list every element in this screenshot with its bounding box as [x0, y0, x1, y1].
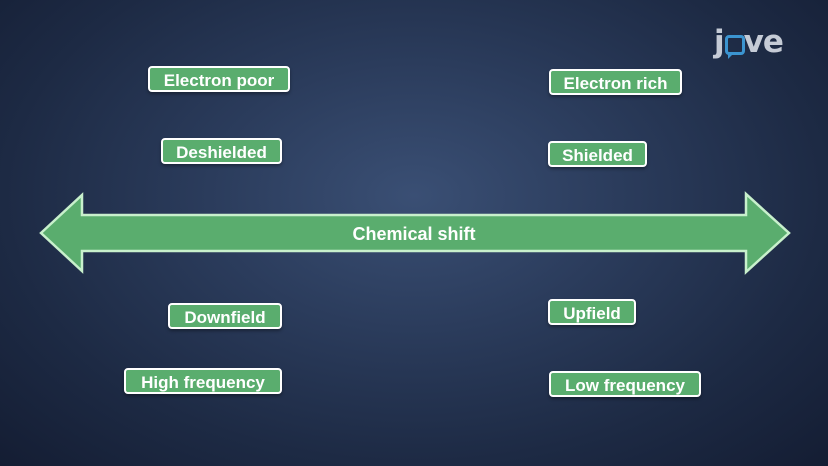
- jove-logo-ve: ve: [743, 24, 784, 60]
- jove-logo-j: j: [714, 24, 725, 60]
- jove-logo-speech-bubble-icon: o: [724, 24, 745, 60]
- upfield-tag: Upfield: [548, 299, 636, 325]
- electron-rich-tag: Electron rich: [549, 69, 682, 95]
- low-frequency-tag: Low frequency: [549, 371, 701, 397]
- deshielded-tag: Deshielded: [161, 138, 282, 164]
- downfield-tag: Downfield: [168, 303, 282, 329]
- arrow-shape: [39, 191, 791, 275]
- shielded-tag: Shielded: [548, 141, 647, 167]
- chemical-shift-label: Chemical shift: [352, 224, 476, 244]
- high-frequency-tag: High frequency: [124, 368, 282, 394]
- jove-logo: jove: [714, 24, 784, 60]
- electron-poor-tag: Electron poor: [148, 66, 290, 92]
